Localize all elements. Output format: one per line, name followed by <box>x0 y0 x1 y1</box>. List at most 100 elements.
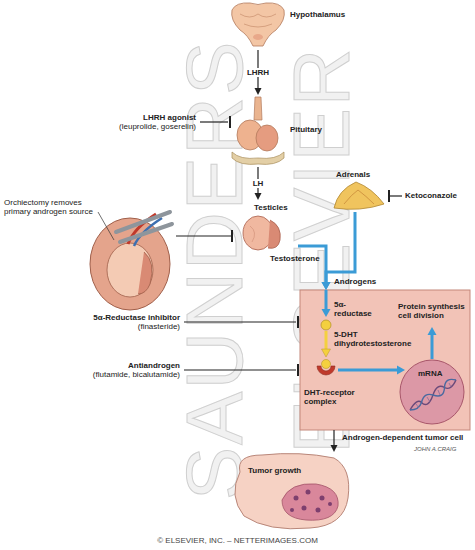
label-slot: LHRH agonist <box>96 113 196 122</box>
orchiectomy-drawing <box>98 212 114 240</box>
connector <box>298 246 331 290</box>
drug-example: (leuprolide, goserelin) <box>96 122 196 131</box>
tumor-drawing <box>235 454 349 529</box>
edge-label: Testosterone <box>270 254 320 263</box>
tumor-cell-drawing <box>300 290 470 430</box>
label-slot: Antiandrogen <box>80 361 180 370</box>
text-slot: DHT-receptor complex <box>304 388 366 406</box>
tumor-cell-box: 5α-reductase Protein synthesis cell divis… <box>300 290 470 430</box>
drug-example: (flutamide, bicalutamide) <box>80 370 180 379</box>
label-slot: © ELSEVIER, INC. – NETTERIMAGES.COM <box>0 536 475 545</box>
edge-label: LHRH <box>245 68 271 77</box>
tumor-cell-drawing <box>431 334 434 359</box>
tumor-cell-drawing <box>321 320 331 330</box>
tumor-cell-drawing <box>449 383 451 387</box>
inhibition-bar <box>231 230 233 242</box>
text-slot: Testicles <box>254 203 288 212</box>
node-text: Androgen-dependent tumor cell <box>342 433 463 442</box>
tumor-drawing <box>302 506 307 511</box>
hypothalamus-drawing <box>244 24 272 27</box>
text-slot: mRNA <box>418 369 442 378</box>
node-text: 5α-reductase <box>334 300 378 318</box>
inhibition-bar <box>390 195 402 196</box>
tumor-drawing <box>294 496 299 501</box>
testis-drawing <box>268 220 280 248</box>
tumor-cell-drawing <box>428 327 437 335</box>
tumor-cell-drawing <box>325 290 328 310</box>
label-slot: 5α-Reductase inhibitor <box>80 313 180 322</box>
text-slot: Tumor growth <box>248 466 301 475</box>
label-slot: JOHN A.CRAIG <box>414 446 456 453</box>
node-text: DHT-receptor complex <box>304 388 366 406</box>
inhibition-bar <box>184 321 296 322</box>
text-slot: 5-DHT dihydrotestosterone <box>334 330 418 348</box>
organ-node: Pituitary <box>228 95 328 167</box>
edge-label: Androgens <box>334 277 376 286</box>
connector-line <box>298 246 326 283</box>
node-text: Testicles <box>254 203 288 212</box>
organ-node: Hypothalamus <box>226 2 350 50</box>
tumor-cell-drawing <box>438 390 440 395</box>
drug-label: 5α-Reductase inhibitor <box>80 313 180 322</box>
tumor-cell-drawing <box>427 397 430 402</box>
drug-label: LHRH agonist <box>96 113 196 122</box>
node-text: 5-DHT dihydrotestosterone <box>334 330 418 348</box>
inhibition-bar <box>184 364 298 376</box>
tumor-cell-drawing <box>322 309 331 317</box>
organ-node: Testicles <box>232 200 298 252</box>
orchiectomy-drawing <box>107 243 153 297</box>
orchiectomy-drawing <box>90 212 172 310</box>
text-slot: Pituitary <box>290 125 322 134</box>
edge-label: LH <box>251 179 266 188</box>
orchiectomy-drawing <box>120 224 172 242</box>
text-slot: Androgen-dependent tumor cell <box>342 433 463 442</box>
node-text: Protein synthesis cell division <box>398 302 468 320</box>
tumor-cell-drawing <box>410 379 456 410</box>
inhibition-bar <box>229 116 231 128</box>
edge-label-slot: Androgens <box>334 277 376 286</box>
edge-label-slot: LHRH <box>245 68 271 77</box>
drug-example: (finasteride) <box>80 322 180 331</box>
connector <box>176 230 232 242</box>
tumor-drawing <box>282 484 338 520</box>
edge-label-slot: LH <box>251 179 266 188</box>
node-text: Hypothalamus <box>290 10 345 19</box>
inhibition-bar <box>184 369 296 370</box>
artist-signature: JOHN A.CRAIG <box>414 446 456 453</box>
tumor-cell-drawing <box>400 360 464 424</box>
connector <box>331 430 338 452</box>
arrowhead <box>322 282 331 290</box>
pituitary-drawing <box>254 97 262 120</box>
adrenal-drawing <box>334 182 384 209</box>
tumor-cell-drawing <box>397 366 405 375</box>
drug-label: Antiandrogen <box>80 361 180 370</box>
pituitary-drawing <box>232 152 284 164</box>
node-text: Orchiectomy removes primary androgen sou… <box>4 198 102 216</box>
inhibition-bar <box>297 316 299 328</box>
edge-label-slot: Testosterone <box>270 254 320 263</box>
watermark: SAUNDERS <box>170 30 260 510</box>
procedure-node: Orchiectomy removes primary androgen sou… <box>4 190 176 314</box>
tumor-cell-drawing <box>322 360 331 369</box>
tumor-cell-drawing <box>338 369 398 372</box>
tumor-cell-drawing <box>410 380 456 410</box>
arrowhead <box>322 282 331 290</box>
drug-label: Ketoconazole <box>405 191 457 200</box>
label-slot: (flutamide, bicalutamide) <box>80 370 180 379</box>
inhibition-bar <box>200 121 228 122</box>
tumor-drawing <box>290 508 294 512</box>
text-slot: 5α-reductase <box>334 300 378 318</box>
text-slot: Orchiectomy removes primary androgen sou… <box>4 198 102 216</box>
label-slot: (finasteride) <box>80 322 180 331</box>
watermark-slot: SAUNDERS <box>170 30 260 510</box>
testis-drawing <box>243 216 280 250</box>
hypothalamus-drawing <box>232 3 285 46</box>
node-text: Tumor growth <box>248 466 301 475</box>
inhibition-bar <box>200 116 230 128</box>
orchiectomy-drawing <box>138 252 152 294</box>
copyright-note: © ELSEVIER, INC. – NETTERIMAGES.COM <box>0 536 475 545</box>
